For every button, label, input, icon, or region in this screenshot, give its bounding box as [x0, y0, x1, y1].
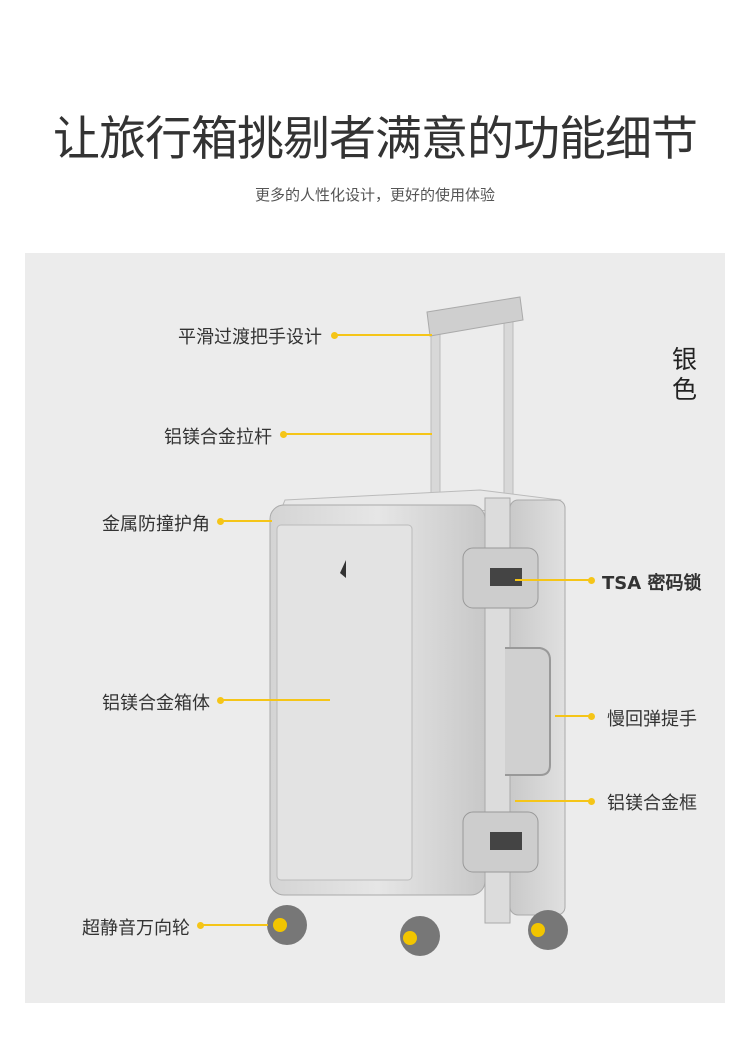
callout-line	[222, 699, 330, 701]
callout-dot	[588, 713, 595, 720]
callout-dot	[588, 577, 595, 584]
callout-dot	[280, 431, 287, 438]
feature-label-wheels: 超静音万向轮	[82, 918, 190, 939]
callout-dot	[217, 518, 224, 525]
trolley-handle	[426, 296, 524, 337]
callout-line	[555, 715, 590, 717]
callout-dot	[588, 798, 595, 805]
feature-label-corners: 金属防撞护角	[102, 514, 210, 535]
color-label: 银色	[672, 345, 698, 404]
callout-line	[222, 520, 272, 522]
callout-dot	[217, 697, 224, 704]
page-subtitle: 更多的人性化设计，更好的使用体验	[254, 186, 495, 204]
callout-dot	[197, 922, 204, 929]
callout-line	[285, 433, 432, 435]
feature-label-frame: 铝镁合金框	[607, 793, 697, 814]
feature-label-trolley: 铝镁合金拉杆	[164, 427, 272, 448]
wheels	[267, 905, 568, 956]
callout-line	[202, 924, 268, 926]
side-handle	[505, 647, 551, 776]
feature-label-lock: TSA 密码锁	[602, 573, 702, 594]
page-title: 让旅行箱挑剔者满意的功能细节	[53, 112, 698, 167]
feature-label-body: 铝镁合金箱体	[102, 693, 210, 714]
callout-line	[515, 800, 590, 802]
callout-dot	[331, 332, 338, 339]
trolley-pole-right	[503, 314, 514, 501]
feature-label-side-handle: 慢回弹提手	[607, 709, 697, 730]
feature-label-handle-design: 平滑过渡把手设计	[178, 327, 322, 348]
callout-line	[515, 579, 590, 581]
brand-logo	[340, 560, 346, 578]
callout-line	[336, 334, 432, 336]
trolley-pole-left	[430, 324, 441, 506]
